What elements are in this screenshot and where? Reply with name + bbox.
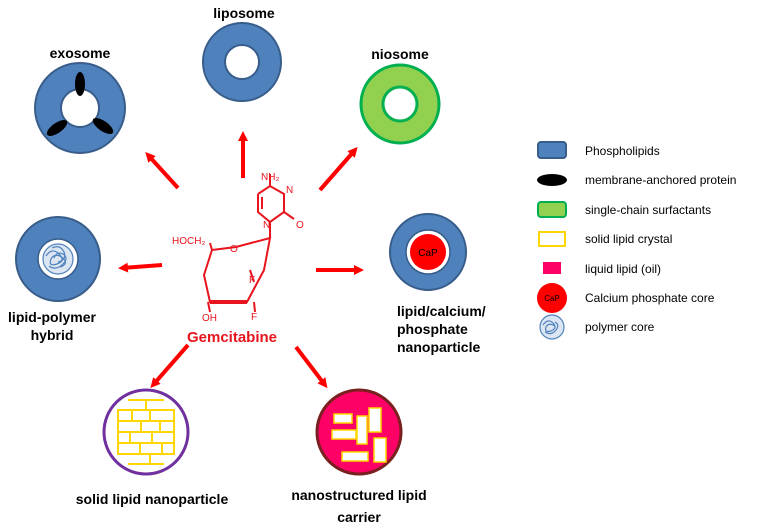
exosome-outer-edge (34, 62, 126, 154)
polymer-core-swatch-icon (539, 314, 565, 340)
nlc-label-line1: nanostructured lipid (291, 487, 426, 503)
oh-bond (207, 301, 211, 313)
drug-name: Gemcitabine (187, 329, 277, 346)
lcp-label-line3: nanoparticle (397, 339, 480, 355)
liposome-bilayer (203, 23, 281, 101)
fluorine-2-label: F (251, 312, 257, 323)
carbonyl-bond (283, 211, 295, 220)
legend-item-oil: liquid lipid (oil) (543, 262, 661, 276)
nlc-crystals (331, 407, 387, 463)
crystal-swatch-icon (538, 231, 566, 247)
ring-n1-label: N (263, 220, 270, 231)
hybrid-label-line2: hybrid (31, 327, 74, 343)
liposome-core (224, 44, 260, 80)
lcp-label-line1: lipid/calcium/ (397, 303, 486, 319)
protein-top (75, 72, 85, 96)
cap-core-swatch-icon (537, 283, 567, 313)
niosome-core (381, 85, 419, 123)
niosome-bilayer (361, 65, 439, 143)
nlc-label-line2: carrier (337, 509, 381, 525)
hybrid-polymer-core (42, 243, 74, 275)
arrow-exosome (145, 152, 180, 190)
protein-left (46, 119, 68, 137)
legend-label: single-chain surfactants (585, 203, 711, 217)
phospholipid-swatch-icon (537, 141, 567, 159)
legend-item-phospholipids: Phospholipids (537, 141, 660, 159)
arrows (118, 131, 364, 389)
protein-right (92, 117, 114, 135)
exosome (34, 62, 126, 154)
legend-item-crystal: solid lipid crystal (538, 231, 672, 247)
ring-n-label: N (286, 185, 293, 196)
liposome-label: liposome (213, 5, 275, 21)
legend-label: polymer core (585, 320, 655, 334)
oil-swatch-icon (543, 262, 561, 274)
legend-item-cap: CaP Calcium phosphate core (537, 283, 715, 313)
lcp-nanoparticle: CaP (389, 213, 467, 291)
nanostructured-lipid-carrier (315, 388, 403, 476)
f2-bond (253, 301, 256, 313)
surfactant-swatch-icon (537, 201, 567, 218)
sln-crystal-grid (117, 399, 175, 465)
liposome (202, 22, 282, 102)
hybrid-label-line1: lipid-polymer (8, 309, 96, 325)
fluorine-1-label: F (249, 275, 255, 286)
arrow-nlc (294, 345, 328, 389)
sugar-ring (202, 236, 272, 303)
liposome-outer-edge (202, 22, 282, 102)
legend-label: membrane-anchored protein (585, 173, 736, 187)
cap-icon-text: CaP (544, 294, 560, 303)
legend: Phospholipids membrane-anchored protein … (537, 141, 736, 340)
niosome-label: niosome (371, 46, 429, 62)
hydroxyl-label: OH (202, 313, 217, 324)
legend-label: liquid lipid (oil) (585, 262, 661, 276)
amine-label: NH₂ (261, 172, 279, 183)
hoch2-label: HOCH₂ (172, 236, 205, 247)
exosome-label: exosome (50, 45, 111, 61)
protein-swatch-icon (537, 174, 567, 186)
arrow-niosome (318, 146, 358, 192)
arrow-hybrid (118, 262, 163, 273)
lcp-core-label: CaP (418, 248, 438, 259)
f1-bond (249, 269, 255, 283)
legend-item-surfactants: single-chain surfactants (537, 201, 711, 218)
gemcitabine-structure (202, 174, 295, 313)
solid-lipid-nanoparticle (102, 388, 190, 476)
arrow-sln (150, 343, 190, 389)
legend-label: Calcium phosphate core (585, 291, 715, 305)
lcp-cap-core (410, 234, 446, 270)
lcp-label-line2: phosphate (397, 321, 468, 337)
legend-item-polymer: polymer core (539, 314, 655, 340)
legend-label: solid lipid crystal (585, 232, 672, 246)
legend-item-protein: membrane-anchored protein (537, 173, 736, 187)
legend-label: Phospholipids (585, 144, 660, 158)
sln-label: solid lipid nanoparticle (76, 491, 229, 507)
lipid-polymer-hybrid (15, 216, 101, 302)
niosome-outer-edge (359, 63, 441, 145)
ch2-bond (209, 242, 213, 251)
ring-o-label: O (230, 244, 238, 255)
niosome (359, 63, 441, 145)
carbonyl-o-label: O (296, 220, 304, 231)
